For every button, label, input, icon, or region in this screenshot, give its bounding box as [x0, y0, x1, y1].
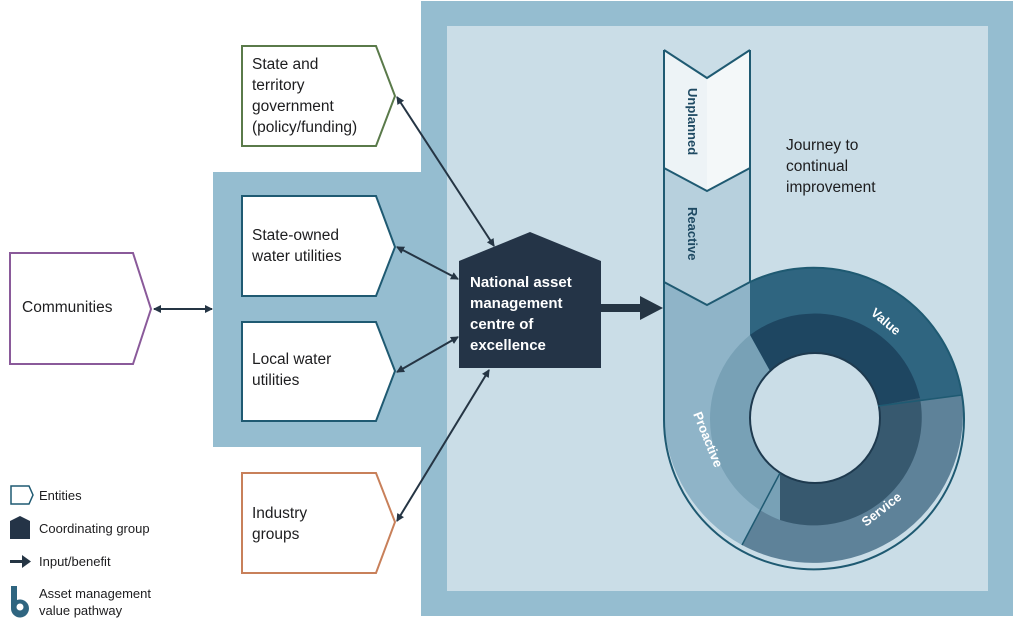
coordinating-group-centre[interactable]: National asset management centre of excelle… — [459, 232, 601, 368]
entity-label: water utilities — [251, 248, 342, 265]
centre-label: centre of — [470, 316, 534, 333]
entity-local-water-utilities[interactable]: Local water utilities — [241, 321, 397, 422]
entity-label: groups — [252, 526, 300, 543]
entity-label: (policy/funding) — [252, 119, 357, 136]
legend-arrow-icon — [10, 555, 31, 568]
centre-label: excellence — [470, 337, 546, 354]
entity-label: territory — [252, 77, 305, 94]
legend-coordinating-group-label: Coordinating group — [39, 521, 150, 536]
legend-coordinating-group-icon — [10, 516, 30, 539]
pathway-value-inner — [750, 313, 920, 406]
pathway-service-inner — [780, 398, 922, 526]
pathway-hole — [749, 352, 881, 484]
pathway-proactive-inner — [709, 335, 780, 520]
legend-entities-icon — [10, 485, 34, 505]
legend-pathway-icon — [10, 586, 29, 618]
arrow-centre-pathway — [601, 296, 663, 320]
stage-label-reactive: Reactive — [685, 207, 700, 260]
entity-label: Local water — [252, 351, 331, 368]
entity-state-owned-utilities[interactable]: State-owned water utilities — [241, 195, 397, 297]
arrow-stateowned-centre — [396, 246, 459, 280]
entity-state-government[interactable]: State and territory government (policy/fund… — [241, 45, 397, 147]
entity-label: Industry — [252, 505, 307, 522]
value-pathway: Unplanned Reactive Proactive Value Servi… — [662, 49, 965, 571]
entity-label: government — [252, 98, 335, 115]
entity-label: Communities — [22, 299, 113, 316]
legend-entities-label: Entities — [39, 488, 82, 503]
entity-communities[interactable]: Communities — [9, 252, 153, 365]
entity-label: State and — [252, 56, 318, 73]
entity-label: utilities — [252, 372, 300, 389]
pathway-reactive — [664, 168, 750, 305]
centre-label: National asset — [470, 274, 572, 291]
entity-label: State-owned — [252, 227, 339, 244]
arrow-stategov-centre — [396, 96, 495, 247]
entity-industry-groups[interactable]: Industry groups — [241, 472, 397, 574]
arrow-local-centre — [396, 336, 459, 373]
stage-label-unplanned: Unplanned — [685, 88, 700, 155]
legend-input-benefit-label: Input/benefit — [39, 554, 111, 569]
arrow-industry-centre — [396, 369, 490, 522]
centre-label: management — [470, 295, 563, 312]
legend: Entities Coordinating group Input/benefi… — [10, 485, 151, 618]
